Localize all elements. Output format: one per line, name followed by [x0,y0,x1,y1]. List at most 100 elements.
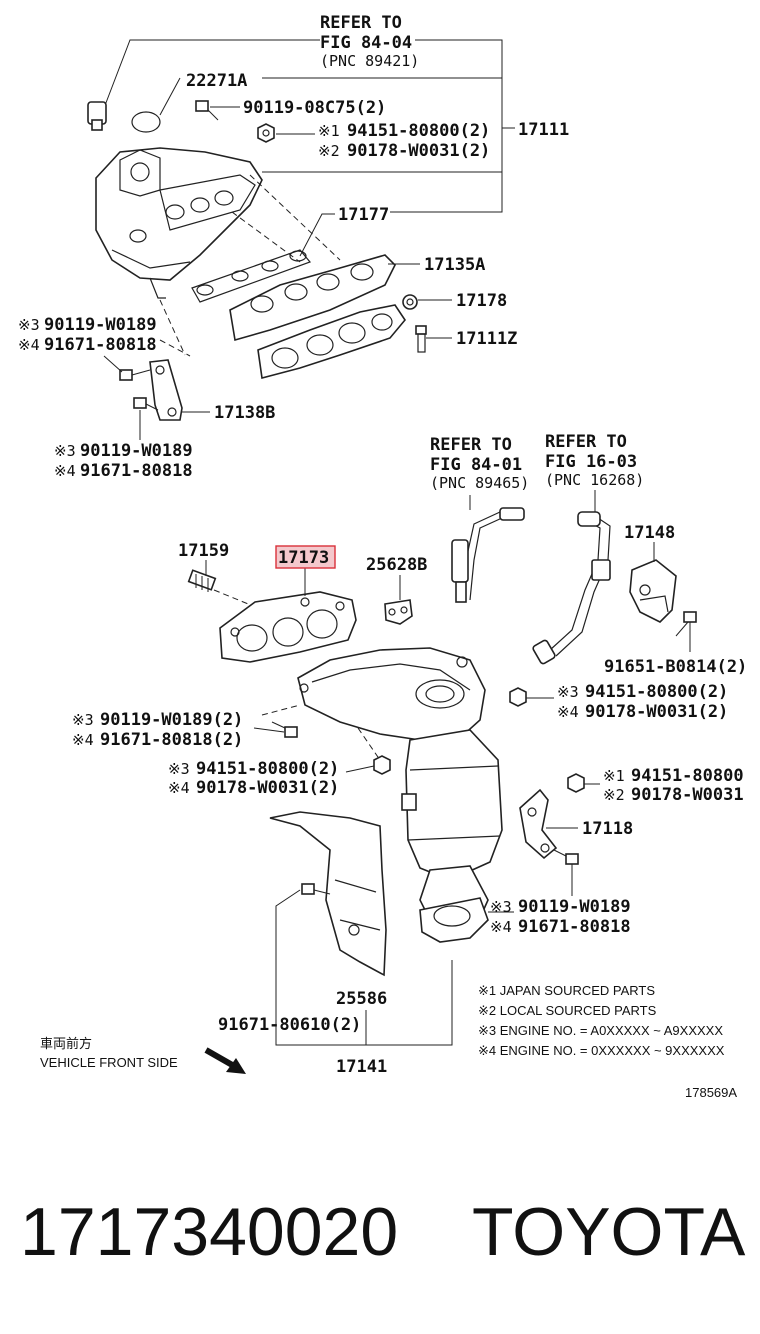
label-17173: 17173 [278,548,329,568]
label-17178: 17178 [456,291,507,311]
insulator-17148 [629,559,677,623]
ref-right-line1: REFER TO [545,432,627,452]
gasket-17173 [219,591,357,663]
nut-manifold-right [509,687,527,707]
legend-3: ※3 ENGINE NO. = A0XXXXX ~ A9XXXXX [478,1023,723,1038]
mark-1-r2: ※1 [603,767,625,785]
stud-17111Z [415,325,427,353]
bolt-17118 [553,849,579,865]
label-94151-80800-r2: 94151-80800 [631,766,744,786]
ref-mid-line3: (PNC 89465) [430,474,529,492]
legend-1: ※1 JAPAN SOURCED PARTS [478,983,655,998]
mark-4-b: ※4 [54,462,76,480]
mark-3-d: ※3 [490,898,512,916]
water-pipe [532,511,611,665]
label-17118: 17118 [582,819,633,839]
ref-top-line3: (PNC 89421) [320,52,419,70]
front-jp: 車両前方 [40,1036,92,1051]
gasket-17178 [257,304,406,380]
washer-17178 [402,294,418,310]
front-arrow-icon [204,1047,246,1074]
mark-3-c: ※3 [72,711,94,729]
label-22271A: 22271A [186,71,247,91]
bolt-left-lower [133,397,159,411]
ref-right-line2: FIG 16-03 [545,452,637,472]
mark-2-top: ※2 [318,142,340,160]
ref-top-line1: REFER TO [320,13,402,33]
label-91651-B0814-2: 91651-B0814(2) [604,657,747,677]
mark-4-c: ※4 [72,731,94,749]
label-90119-W0189-2-c: 90119-W0189(2) [100,710,243,730]
label-94151-80800-2-m: 94151-80800(2) [196,759,339,779]
bolt-90119-08C75 [195,100,219,121]
label-17138B: 17138B [214,403,275,423]
bolt-91651 [675,611,697,637]
ref-top-line2: FIG 84-04 [320,33,412,53]
bracket-17138B [149,359,183,421]
label-90119-08C75: 90119-08C75(2) [243,98,386,118]
mark-4-d: ※4 [490,918,512,936]
label-25628B: 25628B [366,555,427,575]
mark-3-a: ※3 [18,316,40,334]
mark-3-r: ※3 [557,683,579,701]
label-25586: 25586 [336,989,387,1009]
footer-part-number: 1717340020 [20,1194,398,1270]
label-91671-80818-a: 91671-80818 [44,335,157,355]
label-17159: 17159 [178,541,229,561]
bracket-25628B [384,599,413,625]
label-17177: 17177 [338,205,389,225]
intake-manifold [95,147,263,299]
mark-3-m: ※3 [168,760,190,778]
nut-top [257,123,275,143]
exhaust-manifold [297,647,486,741]
label-17148: 17148 [624,523,675,543]
bracket-17118 [519,788,558,860]
label-90178-W0031-2-m: 90178-W0031(2) [196,778,339,798]
label-91671-80610-2: 91671-80610(2) [218,1015,361,1035]
label-90178-W0031-2-top: 90178-W0031(2) [347,141,490,161]
legend-4: ※4 ENGINE NO. = 0XXXXXX ~ 9XXXXXX [478,1043,725,1058]
label-94151-80800-2-top: 94151-80800(2) [347,121,490,141]
label-91671-80818-d: 91671-80818 [518,917,631,937]
mark-4-m: ※4 [168,779,190,797]
label-91671-80818-2-c: 91671-80818(2) [100,730,243,750]
bolt-91671-80610 [301,883,331,895]
catalytic-converter [401,729,503,943]
oxygen-sensor [451,507,525,603]
label-91671-80818-b: 91671-80818 [80,461,193,481]
mark-1-top: ※1 [318,122,340,140]
legend-2: ※2 LOCAL SOURCED PARTS [478,1003,657,1018]
label-90119-W0189-a: 90119-W0189 [44,315,157,335]
ref-mid-line2: FIG 84-01 [430,455,522,475]
ref-right-line3: (PNC 16268) [545,471,644,489]
gasket-17177 [191,249,312,303]
highlight-17173 [275,545,336,569]
label-17111Z: 17111Z [456,329,517,349]
sensor-top-left [87,101,107,131]
front-en: VEHICLE FRONT SIDE [40,1055,178,1070]
mark-4-a: ※4 [18,336,40,354]
mark-3-b: ※3 [54,442,76,460]
label-17111: 17111 [518,120,569,140]
ref-mid-line1: REFER TO [430,435,512,455]
gasket-22271A [131,111,161,133]
label-17141: 17141 [336,1057,387,1077]
bracket-17111 [390,39,503,213]
label-17135A: 17135A [424,255,485,275]
label-90119-W0189-d: 90119-W0189 [518,897,631,917]
nut-manifold-mid [373,755,391,775]
mark-2-r2: ※2 [603,786,625,804]
stud-17159 [187,569,217,592]
footer-brand: TOYOTA [472,1194,746,1270]
bolt-manifold-left [271,721,298,738]
mark-4-r: ※4 [557,703,579,721]
label-90119-W0189-b: 90119-W0189 [80,441,193,461]
label-94151-80800-2-r: 94151-80800(2) [585,682,728,702]
plate-17135A [229,254,396,342]
nut-right-lower [567,773,585,793]
label-90178-W0031-r2: 90178-W0031 [631,785,744,805]
label-90178-W0031-2-r: 90178-W0031(2) [585,702,728,722]
bolt-left-upper [119,369,151,381]
figure-code: 178569A [685,1085,737,1100]
